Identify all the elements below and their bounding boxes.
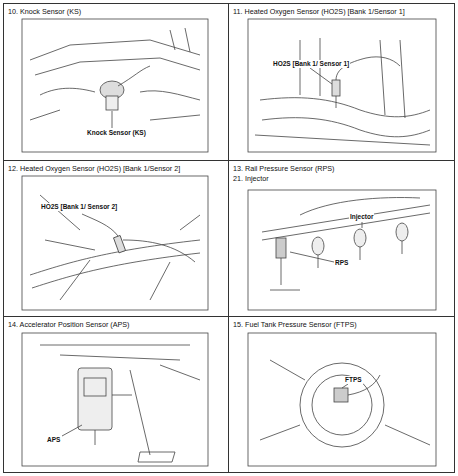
leader-line (362, 222, 363, 228)
panel-heading: 11. Heated Oxygen Sensor (HO2S) [Bank 1/… (229, 7, 454, 17)
knock-sensor (100, 66, 150, 128)
panel-heading: 10. Knock Sensor (KS) (4, 7, 228, 17)
engine-block-sketch (30, 28, 200, 120)
panel-cell: 15. Fuel Tank Pressure Sensor (FTPS) (228, 316, 455, 473)
panel-heading: 13. Rail Pressure Sensor (RPS) (229, 164, 454, 174)
leader-line (342, 384, 348, 388)
pedal-sketch (40, 345, 200, 462)
part-label: Knock Sensor (KS) (86, 129, 147, 137)
part-label: APS (46, 436, 61, 444)
picture-frame (248, 19, 436, 152)
fuel-tank-sketch (260, 360, 430, 447)
panel-cell: 13. Rail Pressure Sensor (RPS)21. Inject… (228, 160, 455, 317)
picture-frame (248, 190, 436, 310)
leader-line (310, 68, 332, 84)
ho2s-sensor (82, 214, 195, 262)
picture-frame (22, 333, 208, 466)
exhaust-pipe-sketch (30, 195, 200, 300)
panel-heading: 21. Injector (229, 174, 454, 184)
fuel-tank-pressure-sensor (334, 375, 380, 402)
fuel-rail (262, 198, 430, 240)
panel-cell: 10. Knock Sensor (KS) (3, 3, 229, 161)
exhaust-manifold-sketch (255, 38, 430, 145)
part-label: RPS (334, 259, 349, 267)
part-label: HO2S [Bank 1/ Sensor 2] (40, 203, 118, 211)
part-label: HO2S [Bank 1/ Sensor 1] (272, 60, 350, 68)
rail-pressure-sensor (270, 238, 300, 290)
injector (312, 223, 408, 268)
panel-heading: 15. Fuel Tank Pressure Sensor (FTPS) (229, 320, 454, 330)
picture-frame (22, 19, 208, 152)
panel-cell: 12. Heated Oxygen Sensor (HO2S) [Bank 1/… (3, 160, 229, 317)
part-label: FTPS (344, 376, 363, 384)
picture-frame (248, 333, 436, 466)
picture-frame (22, 176, 208, 310)
leader-line (290, 252, 334, 262)
panel-cell: 11. Heated Oxygen Sensor (HO2S) [Bank 1/… (228, 3, 455, 161)
panel-heading: 14. Accelerator Position Sensor (APS) (4, 320, 228, 330)
leader-line (62, 425, 82, 436)
panel-heading: 12. Heated Oxygen Sensor (HO2S) [Bank 1/… (4, 164, 228, 174)
panel-cell: 14. Accelerator Position Sensor (APS) (3, 316, 229, 473)
part-label: Injector (349, 213, 374, 221)
accelerator-position-sensor (78, 368, 132, 445)
